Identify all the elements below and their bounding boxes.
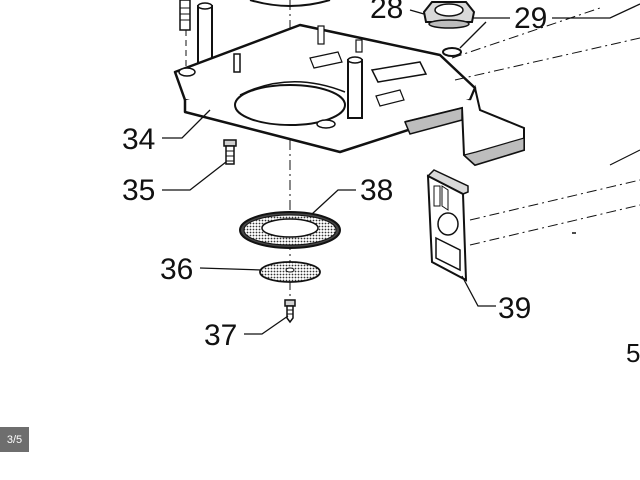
callout-29: 29 <box>514 2 547 35</box>
o-ring-part <box>442 47 462 57</box>
callout-34: 34 <box>122 123 155 156</box>
bracket-part <box>426 169 469 282</box>
leader-36 <box>199 267 263 271</box>
leader-28 <box>409 9 425 15</box>
page-counter-badge: 3/5 <box>0 427 29 452</box>
leader-35 <box>162 161 227 191</box>
callout-38: 38 <box>360 174 393 207</box>
fitting-part <box>422 1 476 29</box>
callout-28: 28 <box>370 0 403 25</box>
leader-34 <box>162 109 211 139</box>
leader-37 <box>244 315 289 335</box>
callout-36: 36 <box>160 253 193 286</box>
callout-35: 35 <box>122 174 155 207</box>
callout-37: 37 <box>204 319 237 352</box>
leader-29a <box>552 3 640 19</box>
assembly-line-mid <box>454 37 640 81</box>
gasket-ring-part <box>239 211 341 249</box>
assembly-line-lower <box>469 179 640 221</box>
edge-corner-line <box>609 149 640 166</box>
callout-39: 39 <box>498 292 531 325</box>
top-rim-part <box>249 0 331 7</box>
leader-39 <box>461 275 496 307</box>
screw-part-35 <box>223 139 237 165</box>
assembly-line-bottom <box>469 204 640 246</box>
leader-38 <box>311 189 356 215</box>
filter-disc-part <box>259 261 321 283</box>
callout-edge-partial: 5 <box>626 338 640 368</box>
leader-29c <box>459 21 487 49</box>
top-screw-part <box>179 0 191 31</box>
screw-part-37 <box>284 299 296 324</box>
assembly-line-top <box>451 7 601 59</box>
base-housing-part <box>173 23 525 167</box>
